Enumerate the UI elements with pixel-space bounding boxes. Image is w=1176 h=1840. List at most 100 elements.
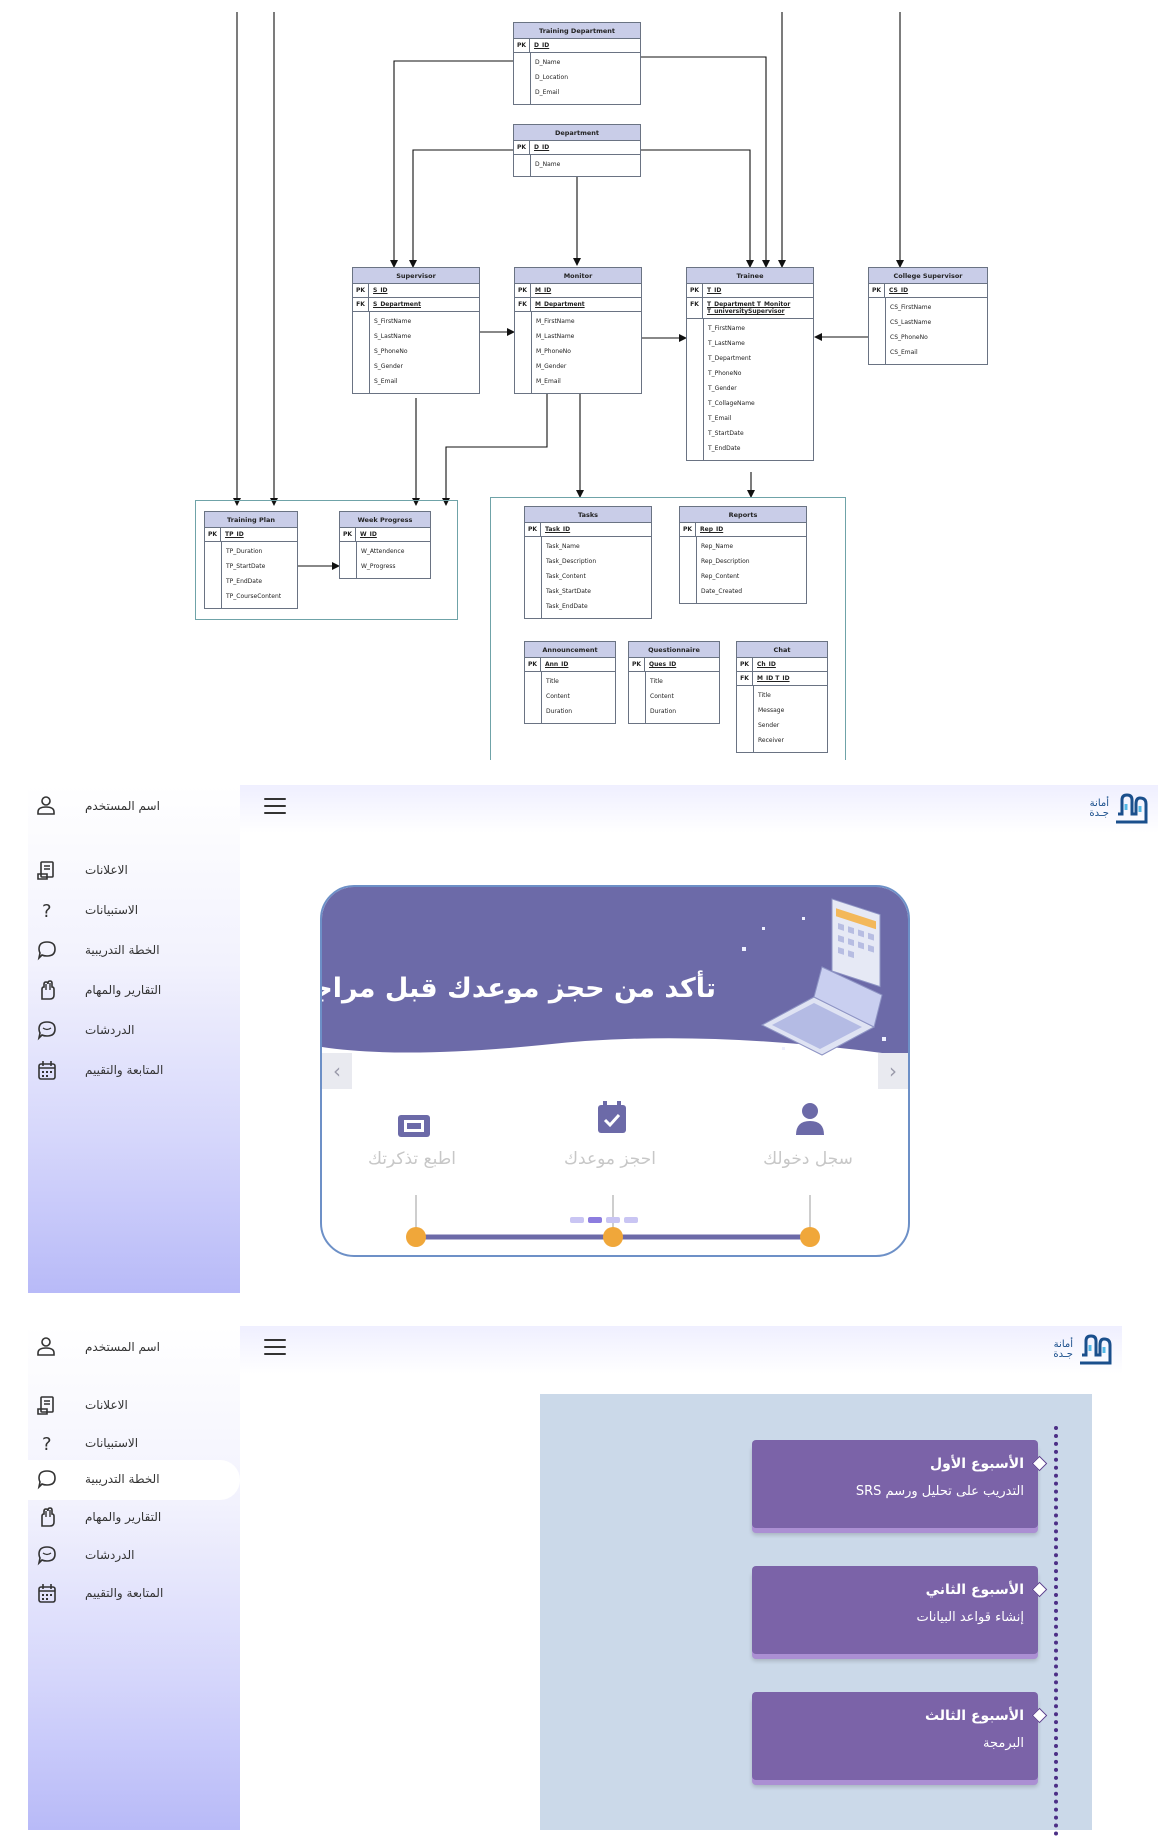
week-card-2[interactable]: الأسبوع الثاني إنشاء قواعد البيانات — [752, 1566, 1038, 1654]
er-attribute: T_Gender — [708, 385, 737, 392]
carousel-prev-button[interactable]: ‹ — [322, 1053, 352, 1089]
sidebar-item-2[interactable]: ?الاستبيانات — [28, 1424, 240, 1464]
step-label-log-in: سجل دخولك — [763, 1149, 853, 1169]
er-attribute: TP_StartDate — [226, 563, 266, 570]
er-key-type: PK — [869, 284, 885, 297]
er-attribute: CS_FirstName — [890, 304, 932, 311]
er-table-title: Announcement — [525, 642, 615, 658]
er-attribute: Rep_Description — [701, 558, 750, 565]
week-card-3[interactable]: الأسبوع الثالث البرمجة — [752, 1692, 1038, 1780]
carousel-dot[interactable] — [570, 1217, 584, 1223]
er-attribute-list: D_Name — [530, 155, 640, 176]
sidebar-item-6[interactable]: المتابعة والتقييم — [28, 1574, 240, 1614]
er-key-field: D_ID — [534, 42, 550, 49]
er-attribute: TP_EndDate — [226, 578, 263, 585]
er-attribute: T_LastName — [708, 340, 745, 347]
er-attribute: TP_Duration — [226, 548, 263, 555]
er-key-field: Rep_ID — [700, 526, 724, 533]
sidebar-item-label: التقارير والمهام — [85, 1510, 162, 1524]
sidebar-item-4[interactable]: التقارير والمهام — [28, 1498, 240, 1538]
step-label-book-appointment: احجز موعدك — [564, 1149, 656, 1169]
er-key-field: S_Department — [373, 301, 422, 308]
carousel-dots — [570, 1217, 638, 1223]
carousel-dot-active[interactable] — [588, 1217, 602, 1223]
sidebar: اسم المستخدم الاعلانات?الاستبيانات الخطة … — [28, 1326, 240, 1830]
question-icon: ? — [42, 1434, 52, 1454]
er-key-field: TP_ID — [225, 531, 244, 538]
er-attribute: Task_StartDate — [546, 588, 591, 595]
week-card-1[interactable]: الأسبوع الأول التدريب على تحليل ورسم SRS — [752, 1440, 1038, 1528]
er-table-title: Questionnaire — [629, 642, 719, 658]
er-key-field: D_ID — [534, 144, 550, 151]
sidebar-user[interactable]: اسم المستخدم — [28, 1336, 240, 1360]
calendar-icon — [38, 1061, 56, 1080]
er-attribute: T_FirstName — [708, 325, 745, 332]
user-icon — [37, 1337, 55, 1356]
er-attribute: Task_Content — [546, 573, 586, 580]
group-plan-progress — [195, 500, 458, 620]
sidebar-item-5[interactable]: الدردشات — [28, 1536, 240, 1576]
step-label-print-ticket: اطبع تذكرتك — [367, 1149, 456, 1169]
sidebar-item-label: التقارير والمهام — [85, 983, 162, 997]
carousel-dot[interactable] — [606, 1217, 620, 1223]
er-key-type: PK — [514, 141, 530, 154]
er-table-title: College Supervisor — [869, 268, 987, 284]
er-key-field: CS_ID — [889, 287, 909, 294]
user-icon — [796, 1103, 824, 1135]
carousel-dot[interactable] — [624, 1217, 638, 1223]
sidebar-item-6[interactable]: المتابعة والتقييم — [28, 1051, 240, 1091]
speech-bubble-icon — [37, 1470, 56, 1490]
sidebar-user[interactable]: اسم المستخدم — [28, 795, 240, 819]
week-title: الأسبوع الثاني — [925, 1582, 1024, 1598]
er-attribute: W_Progress — [361, 563, 396, 570]
hamburger-menu-icon[interactable] — [264, 1339, 286, 1355]
er-attribute: Task_Description — [546, 558, 597, 565]
week-title: الأسبوع الأول — [930, 1456, 1024, 1472]
sidebar-item-1[interactable]: الاعلانات — [28, 851, 240, 891]
er-table-title: Tasks — [525, 507, 651, 523]
sidebar-item-1[interactable]: الاعلانات — [28, 1386, 240, 1426]
ticket-icon — [398, 1115, 430, 1137]
sidebar-item-label: الدردشات — [85, 1548, 135, 1562]
er-attribute: Rep_Name — [701, 543, 734, 550]
hamburger-menu-icon[interactable] — [264, 798, 286, 814]
sidebar-item-5[interactable]: الدردشات — [28, 1011, 240, 1051]
sidebar-item-2[interactable]: ?الاستبيانات — [28, 891, 240, 931]
er-attribute: Receiver — [758, 737, 784, 744]
er-attribute: W_Attendence — [361, 548, 405, 555]
er-attribute: Content — [650, 693, 674, 700]
er-connectors — [233, 12, 904, 570]
er-key-field: M_ID T_ID — [757, 675, 790, 682]
sidebar-item-3[interactable]: الخطة التدريبية — [28, 1460, 240, 1500]
logo-mark-icon — [1080, 1334, 1112, 1365]
sidebar-item-3[interactable]: الخطة التدريبية — [28, 931, 240, 971]
sidebar-item-4[interactable]: التقارير والمهام — [28, 971, 240, 1011]
er-table-title: Trainee — [687, 268, 813, 284]
er-attribute: CS_LastName — [890, 319, 932, 326]
sidebar-item-label: الخطة التدريبية — [85, 1472, 160, 1486]
carousel-next-button[interactable]: › — [878, 1053, 908, 1089]
er-attribute: Title — [546, 678, 559, 685]
